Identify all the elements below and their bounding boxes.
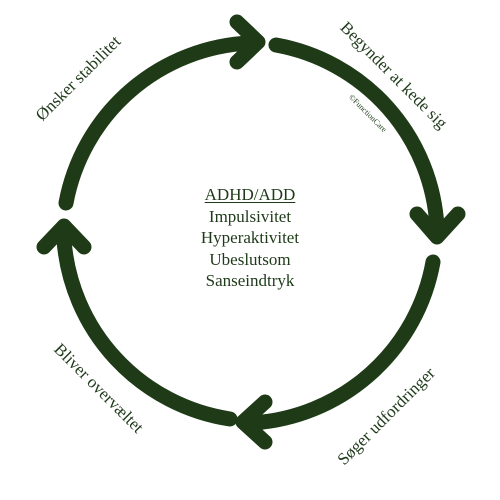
arrowhead-up-icon	[36, 218, 92, 255]
cycle-arc-top-right	[268, 37, 445, 235]
arrowhead-down-icon	[409, 206, 466, 245]
cycle-arc-top-left	[58, 35, 258, 211]
center-item: Sanseindtryk	[205, 271, 295, 290]
cycle-arc-bottom-right	[244, 254, 441, 431]
cycle-arc-bottom-left	[56, 232, 238, 427]
center-list: ADHD/ADD Impulsivitet Hyperaktivitet Ube…	[150, 184, 350, 292]
stage-label-2: Søger udfordringer	[333, 363, 438, 468]
center-item: Hyperaktivitet	[200, 228, 300, 247]
center-item: Ubeslutsom	[209, 249, 291, 269]
arrowhead-left-icon	[235, 394, 273, 450]
center-item: Impulsivitet	[208, 206, 292, 226]
center-title: ADHD/ADD	[204, 185, 296, 204]
stage-label-3: Bliver overvæltet	[50, 339, 147, 436]
arrowhead-right-icon	[229, 14, 266, 70]
